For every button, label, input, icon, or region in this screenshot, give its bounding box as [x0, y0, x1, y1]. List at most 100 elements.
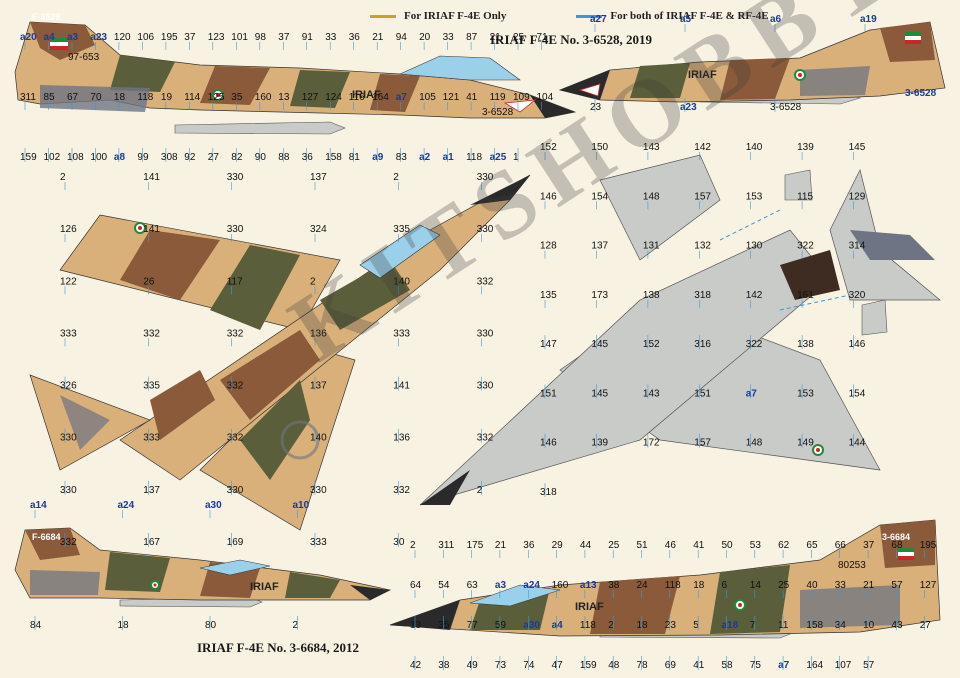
- callout-top-profile-1: a4: [44, 32, 56, 43]
- callout-underside-3: 142: [694, 142, 711, 153]
- callout-top-profile-43: 119: [490, 92, 506, 103]
- callout-bottom-right-profile-20: 54: [438, 580, 450, 591]
- callout-bottom-right-profile-41: 59: [495, 620, 507, 631]
- callout-top-view-0: 2: [60, 172, 66, 183]
- callout-top-profile-42: 41: [466, 92, 478, 103]
- callout-bottom-right-profile-70: a7: [778, 660, 790, 671]
- callout-bottom-right-profile-53: 34: [835, 620, 847, 631]
- callout-underside-21: 135: [540, 290, 557, 301]
- callout-bottom-right-profile-34: 33: [835, 580, 847, 591]
- callout-top-view-33: 140: [310, 433, 327, 444]
- bottom-right-profile-code: 80253: [838, 560, 866, 571]
- bottom-left-profile-iriaf: IRIAF: [250, 581, 279, 593]
- plan-view-underside: [419, 154, 941, 506]
- callout-top-view-6: 126: [60, 224, 77, 235]
- legend-swatch-blue: [576, 14, 603, 18]
- callout-bottom-left-profile-0: a14: [30, 500, 47, 511]
- callout-underside-18: 130: [746, 241, 763, 252]
- callout-bottom-right-profile-68: 58: [722, 660, 734, 671]
- callout-top-profile-62: 83: [396, 152, 408, 163]
- callout-top-profile-36: 124: [325, 92, 342, 103]
- callout-bottom-right-profile-1: 311: [438, 540, 454, 551]
- callout-top-view-36: 330: [60, 485, 77, 496]
- callout-top-view-31: 333: [143, 433, 160, 444]
- callout-bottom-right-profile-22: a3: [495, 580, 507, 591]
- callout-top-profile-59: 158: [325, 152, 342, 163]
- callout-bottom-right-profile-24: 160: [552, 580, 569, 591]
- callout-underside-42: 146: [540, 438, 557, 449]
- callout-bottom-right-profile-6: 44: [580, 540, 592, 551]
- callout-top-profile-31: 125: [208, 92, 225, 103]
- legend-label-f4e-only: For IRIAF F-4E Only: [404, 10, 507, 22]
- top-profile-iriaf: IRIAF: [352, 89, 381, 101]
- callout-top-view-13: 26: [143, 276, 155, 287]
- callout-top-right-profile-4: 23: [590, 102, 602, 113]
- callout-underside-23: 138: [643, 290, 660, 301]
- callout-top-profile-67: 1: [513, 152, 519, 163]
- callout-top-profile-3: a23: [90, 32, 107, 43]
- callout-bottom-right-profile-2: 175: [467, 540, 484, 551]
- callout-bottom-right-profile-30: 6: [722, 580, 728, 591]
- callout-bottom-right-profile-65: 78: [637, 660, 649, 671]
- callout-top-profile-37: 116: [349, 92, 365, 103]
- callout-bottom-right-profile-49: a18: [722, 620, 739, 631]
- callout-bottom-right-profile-47: 23: [665, 620, 677, 631]
- callout-underside-27: 320: [849, 290, 866, 301]
- callout-top-profile-40: 105: [419, 92, 436, 103]
- callout-underside-40: 153: [797, 388, 814, 399]
- callout-top-profile-58: 36: [302, 152, 314, 163]
- callout-top-view-28: 141: [393, 381, 410, 392]
- callout-top-view-41: 2: [477, 485, 483, 496]
- callout-bottom-right-profile-28: 118: [665, 580, 681, 591]
- callout-bottom-right-profile-71: 164: [806, 660, 823, 671]
- callout-bottom-right-profile-57: 42: [410, 660, 422, 671]
- legend-label-both: For both of IRIAF F-4E & RF-4E: [610, 10, 769, 22]
- callout-bottom-right-profile-55: 43: [891, 620, 903, 631]
- callout-top-profile-27: 18: [114, 92, 126, 103]
- callout-bottom-right-profile-69: 75: [750, 660, 762, 671]
- callout-top-view-40: 332: [393, 485, 410, 496]
- callout-bottom-right-profile-33: 40: [806, 580, 818, 591]
- callout-top-view-22: 333: [393, 328, 410, 339]
- callout-underside-44: 172: [643, 438, 660, 449]
- callout-underside-43: 139: [591, 438, 608, 449]
- callout-top-view-30: 330: [60, 433, 77, 444]
- callout-bottom-right-profile-19: 64: [410, 580, 422, 591]
- title-bottom: IRIAF F-4E No. 3-6684, 2012: [197, 640, 360, 655]
- callout-top-profile-19: 87: [466, 32, 478, 43]
- callout-top-profile-15: 21: [372, 32, 384, 43]
- callout-bottom-right-profile-44: 118: [580, 620, 596, 631]
- callout-top-view-7: 141: [143, 224, 160, 235]
- callout-bottom-right-profile-58: 38: [438, 660, 450, 671]
- callout-top-profile-30: 114: [184, 92, 200, 103]
- callout-top-right-profile-3: a19: [860, 14, 877, 25]
- callout-top-profile-12: 91: [302, 32, 314, 43]
- callout-bottom-right-profile-32: 25: [778, 580, 790, 591]
- callout-bottom-right-profile-26: 38: [608, 580, 620, 591]
- callout-underside-10: 157: [694, 191, 711, 202]
- callout-underside-46: 148: [746, 438, 763, 449]
- callout-bottom-right-profile-67: 41: [693, 660, 705, 671]
- callout-top-profile-48: 108: [67, 152, 84, 163]
- callout-underside-41: 154: [849, 388, 866, 399]
- callout-top-profile-41: 121: [443, 92, 460, 103]
- callout-bottom-right-profile-4: 36: [523, 540, 535, 551]
- legend-item-f4e-only: For IRIAF F-4E Only: [370, 10, 506, 22]
- callout-top-right-profile-5: a23: [680, 102, 697, 113]
- callout-top-profile-60: 81: [349, 152, 361, 163]
- callout-underside-36: 145: [591, 388, 608, 399]
- bottom-left-profile-tail-small: F-6684: [32, 532, 61, 542]
- callout-underside-15: 137: [591, 241, 608, 252]
- callout-top-view-25: 335: [143, 381, 160, 392]
- callout-top-profile-28: 118: [137, 92, 153, 103]
- callout-underside-30: 152: [643, 339, 660, 350]
- callout-underside-33: 138: [797, 339, 814, 350]
- callout-underside-11: 153: [746, 191, 763, 202]
- callout-bottom-right-profile-29: 18: [693, 580, 705, 591]
- callout-bottom-right-profile-50: 7: [750, 620, 756, 631]
- profile-top-left: IRIAF F-6528 97-653 3-6528: [14, 12, 577, 135]
- callout-top-view-29: 330: [477, 381, 494, 392]
- callout-top-profile-38: 164: [372, 92, 389, 103]
- callout-top-view-3: 137: [310, 172, 327, 183]
- callout-top-profile-20: 21: [490, 32, 502, 43]
